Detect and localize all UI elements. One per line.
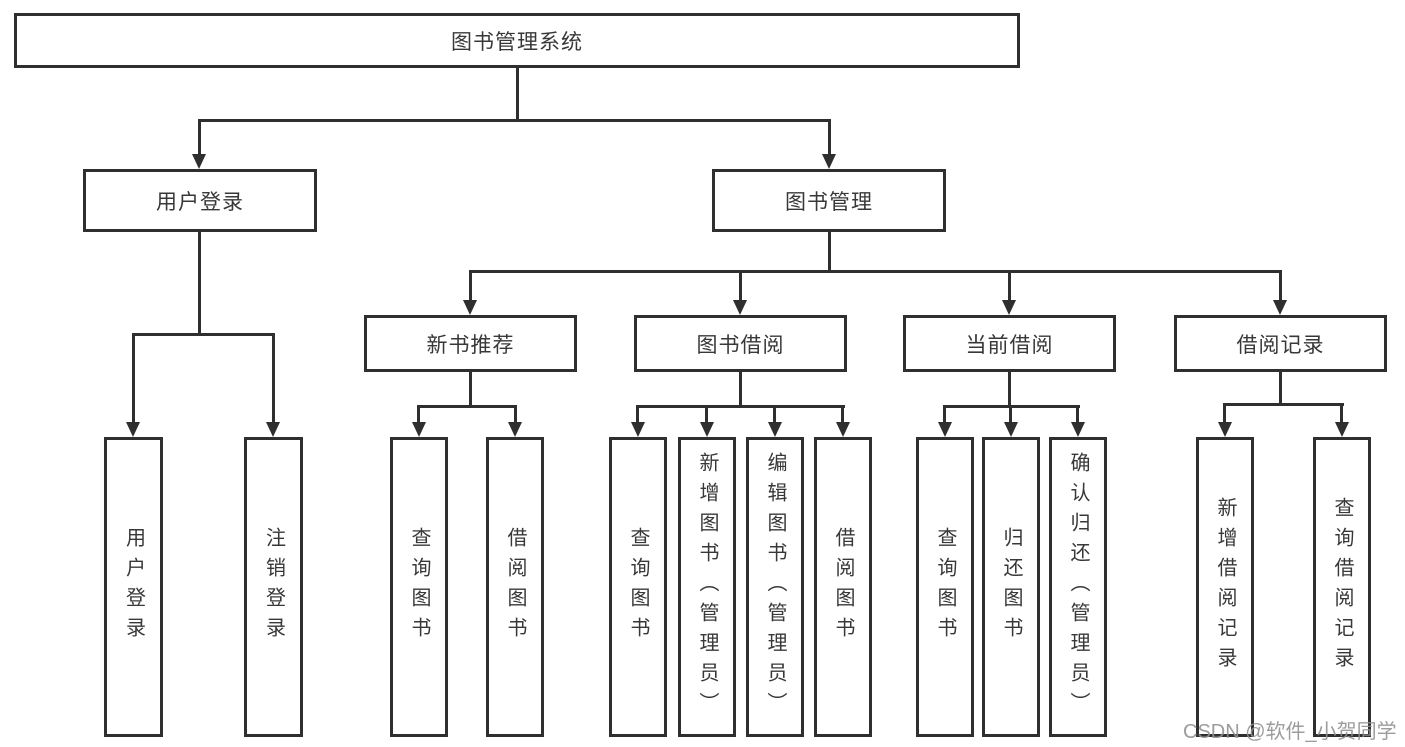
connector-root-stem xyxy=(516,68,519,119)
connector-drop xyxy=(1009,405,1012,422)
node-user-login: 用户登录 xyxy=(83,169,317,232)
arrowhead-icon xyxy=(1335,422,1349,437)
connector-drop xyxy=(828,119,831,154)
connector-drop xyxy=(514,405,517,422)
connector-user-login-bar xyxy=(132,333,275,336)
arrowhead-icon xyxy=(1071,422,1085,437)
connector-bar xyxy=(417,405,517,408)
connector-drop xyxy=(1279,270,1282,300)
connector-drop xyxy=(636,405,639,422)
arrowhead-icon xyxy=(1004,422,1018,437)
connector-drop xyxy=(272,333,275,422)
node-new-book-recommend: 新书推荐 xyxy=(364,315,577,372)
connector-stem xyxy=(1279,372,1282,403)
arrowhead-icon xyxy=(192,154,206,169)
connector-stem xyxy=(1008,372,1011,405)
arrowhead-icon xyxy=(938,422,952,437)
connector-drop xyxy=(1223,403,1226,422)
leaf-return-books: 归还图书 xyxy=(982,437,1040,737)
arrowhead-icon xyxy=(463,300,477,315)
leaf-user-login: 用户登录 xyxy=(104,437,163,737)
connector-drop xyxy=(773,405,776,422)
leaf-add-books-admin: 新增图书（管理员） xyxy=(678,437,736,737)
connector-drop xyxy=(705,405,708,422)
connector-drop xyxy=(739,270,742,300)
arrowhead-icon xyxy=(1273,300,1287,315)
connector-drop xyxy=(469,270,472,300)
arrowhead-icon xyxy=(631,422,645,437)
connector-level3-bar xyxy=(469,270,1282,273)
node-book-management: 图书管理 xyxy=(712,169,946,232)
arrowhead-icon xyxy=(412,422,426,437)
leaf-borrow-books: 借阅图书 xyxy=(814,437,872,737)
leaf-query-borrow-record: 查询借阅记录 xyxy=(1313,437,1371,737)
connector-stem xyxy=(739,372,742,405)
leaf-add-borrow-record: 新增借阅记录 xyxy=(1196,437,1254,737)
node-book-borrow: 图书借阅 xyxy=(634,315,847,372)
arrowhead-icon xyxy=(768,422,782,437)
leaf-query-books-borrow: 查询图书 xyxy=(609,437,667,737)
node-current-borrow: 当前借阅 xyxy=(903,315,1116,372)
connector-drop xyxy=(943,405,946,422)
leaf-confirm-return-admin: 确认归还（管理员） xyxy=(1049,437,1107,737)
node-borrow-records: 借阅记录 xyxy=(1174,315,1387,372)
connector-level1-bar xyxy=(198,119,830,122)
connector-book-mgmt-stem xyxy=(828,232,831,270)
connector-drop xyxy=(1340,403,1343,422)
connector-drop xyxy=(132,333,135,422)
arrowhead-icon xyxy=(733,300,747,315)
leaf-borrow-books-recommend: 借阅图书 xyxy=(486,437,544,737)
csdn-watermark: CSDN @软件_小贺同学 xyxy=(1183,721,1397,743)
leaf-query-books-current: 查询图书 xyxy=(916,437,974,737)
connector-bar xyxy=(1223,403,1344,406)
leaf-logout: 注销登录 xyxy=(244,437,303,737)
connector-drop xyxy=(417,405,420,422)
arrowhead-icon xyxy=(822,154,836,169)
arrowhead-icon xyxy=(1002,300,1016,315)
leaf-query-books-recommend: 查询图书 xyxy=(390,437,448,737)
connector-drop xyxy=(1008,270,1011,300)
leaf-edit-books-admin: 编辑图书（管理员） xyxy=(746,437,804,737)
connector-user-login-stem xyxy=(198,232,201,333)
arrowhead-icon xyxy=(508,422,522,437)
arrowhead-icon xyxy=(266,422,280,437)
connector-bar xyxy=(636,405,845,408)
arrowhead-icon xyxy=(1218,422,1232,437)
arrowhead-icon xyxy=(126,422,140,437)
connector-stem xyxy=(469,372,472,405)
connector-drop xyxy=(198,119,201,154)
arrowhead-icon xyxy=(836,422,850,437)
connector-drop xyxy=(1076,405,1079,422)
arrowhead-icon xyxy=(700,422,714,437)
connector-drop xyxy=(841,405,844,422)
node-library-system: 图书管理系统 xyxy=(14,13,1020,68)
